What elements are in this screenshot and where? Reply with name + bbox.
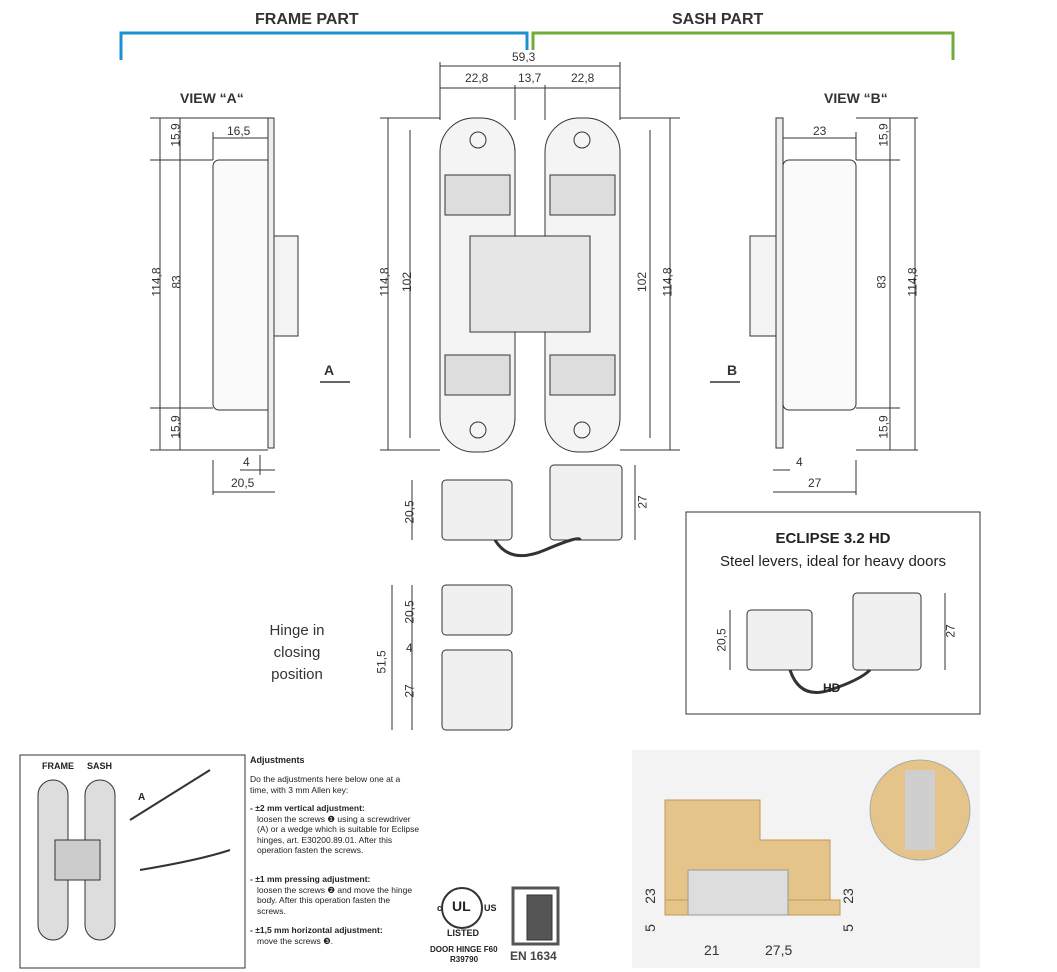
view-b-dim-top: 15,9 <box>876 123 891 147</box>
item-head: - ±1 mm pressing adjustment: <box>250 874 371 884</box>
side-dim-right: 27 <box>635 495 650 509</box>
view-a-dim-mid: 83 <box>169 275 184 289</box>
fig-sash-label: SASH <box>87 761 113 771</box>
item-body: move the screws ❸. <box>257 935 334 946</box>
side-dim-left: 20,5 <box>402 500 417 524</box>
fig-frame-label: FRAME <box>42 761 74 771</box>
view-b-dim-mid: 83 <box>874 275 889 289</box>
view-a-dim-offset: 4 <box>243 455 250 469</box>
view-b-label: VIEW “B“ <box>824 90 888 106</box>
closing-position-label: Hinge in closing position <box>269 622 325 683</box>
closing-dim-3: 27 <box>402 684 417 698</box>
install-dim-r2: 5 <box>839 924 856 932</box>
view-b-dim-depth: 27 <box>808 476 822 490</box>
eclipse-subtitle: Steel levers, ideal for heavy doors <box>720 553 946 570</box>
dim-mid-width: 13,7 <box>518 71 542 85</box>
view-b-dim-total: 114,8 <box>905 267 920 297</box>
view-b-dim-offset: 4 <box>796 455 803 469</box>
cert-hinge: DOOR HINGE F60 <box>430 945 498 954</box>
center-dim-right-inner: 102 <box>635 271 650 293</box>
view-a-dim-width: 16,5 <box>227 124 251 138</box>
ul-us: US <box>484 903 497 913</box>
eclipse-title: ECLIPSE 3.2 HD <box>775 530 891 547</box>
install-dim-b2: 27,5 <box>765 942 793 958</box>
closing-dim-1: 20,5 <box>402 600 417 624</box>
eclipse-box <box>685 511 981 715</box>
dim-right-width: 22,8 <box>571 71 595 85</box>
item-body: loosen the screws ❶ using a screwdriver … <box>257 813 420 856</box>
adjustments-intro: Do the adjustments here below one at a t… <box>250 774 401 795</box>
item-body: loosen the screws ❷ and move the hinge b… <box>257 884 413 916</box>
adjustment-item-vertical: - ±2 mm vertical adjustment:loosen the s… <box>250 803 420 856</box>
sash-bracket <box>531 31 955 60</box>
adjustment-item-horizontal: - ±1,5 mm horizontal adjustment:move the… <box>250 925 420 946</box>
frame-part-label: FRAME PART <box>255 11 359 28</box>
view-a-dim-bottom: 15,9 <box>168 415 183 439</box>
cert-code: R39790 <box>450 955 479 964</box>
fig-a-label: A <box>138 792 146 803</box>
center-dim-left-total: 114,8 <box>377 267 392 297</box>
view-a-label: VIEW “A“ <box>180 90 244 106</box>
eclipse-dim-left: 20,5 <box>714 628 729 652</box>
ul-logo <box>441 887 483 929</box>
frame-bracket <box>119 31 529 60</box>
arrow-a-label: A <box>324 362 335 378</box>
install-dim-r1: 23 <box>839 888 856 904</box>
view-b-dim-bottom: 15,9 <box>876 415 891 439</box>
adjustment-figure-box <box>19 754 246 969</box>
view-a-dim-top: 15,9 <box>168 123 183 147</box>
center-dim-right-total: 114,8 <box>660 267 675 297</box>
closing-dim-total: 51,5 <box>374 650 389 674</box>
dim-total-width: 59,3 <box>512 50 536 64</box>
view-a-dim-depth: 20,5 <box>231 476 255 490</box>
dim-left-width: 22,8 <box>465 71 489 85</box>
en1634-label: EN 1634 <box>510 949 557 963</box>
arrow-b-label: B <box>727 362 738 378</box>
view-b-dim-width: 23 <box>813 124 827 138</box>
item-head: - ±2 mm vertical adjustment: <box>250 803 365 813</box>
center-dim-left-inner: 102 <box>400 271 415 293</box>
hd-lever-label: HD <box>823 681 841 695</box>
view-a-drawing <box>150 117 299 495</box>
view-a-dim-total: 114,8 <box>149 267 164 297</box>
install-dim-l2: 5 <box>641 924 658 932</box>
install-dim-b1: 21 <box>704 942 720 958</box>
adjustments-title: Adjustments <box>250 755 305 765</box>
eclipse-dim-right: 27 <box>943 624 958 638</box>
install-dim-l1: 23 <box>641 888 658 904</box>
view-b-drawing <box>749 117 918 495</box>
ul-listed: LISTED <box>447 928 480 938</box>
adjustment-item-pressing: - ±1 mm pressing adjustment:loosen the s… <box>250 874 420 916</box>
closing-dim-2: 4 <box>406 641 413 655</box>
sash-part-label: SASH PART <box>672 11 764 28</box>
item-head: - ±1,5 mm horizontal adjustment: <box>250 925 383 935</box>
ul-mark: UL <box>452 898 471 914</box>
center-hinge-drawing <box>320 117 740 453</box>
ul-c: c <box>437 903 443 913</box>
side-view-closing <box>391 584 513 731</box>
side-view-open <box>411 464 636 558</box>
